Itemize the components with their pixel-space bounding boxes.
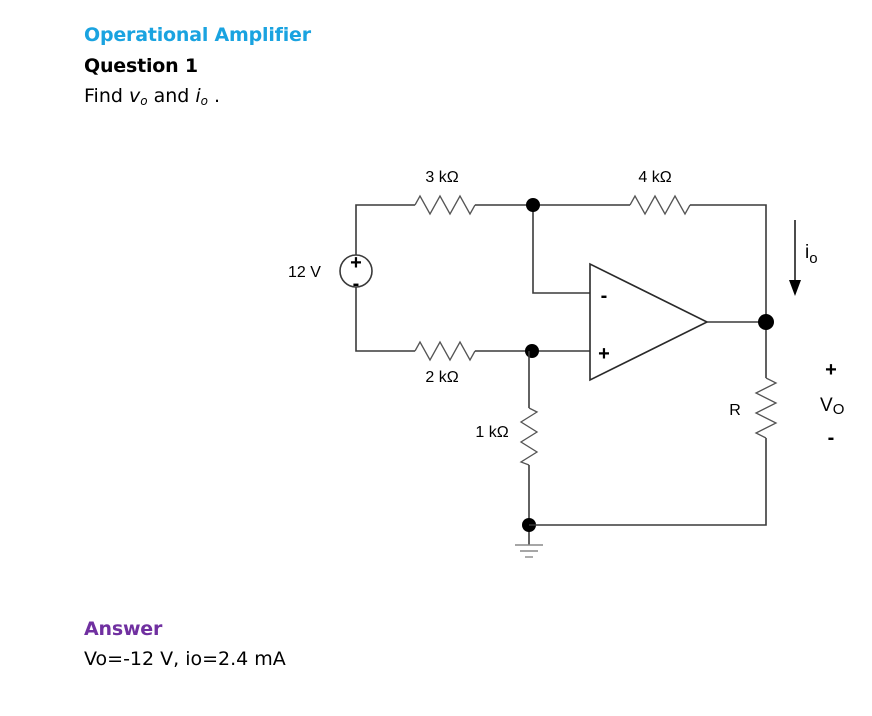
opamp-noninverting-sign: + — [598, 343, 610, 365]
var-vo-sub: o — [140, 94, 148, 108]
question-title: Question 1 — [84, 55, 198, 77]
var-vo-main: v — [128, 85, 141, 107]
resistor-3k — [414, 194, 476, 216]
current-symbol: i — [805, 242, 809, 263]
source-plus: + — [350, 252, 362, 274]
current-sub: o — [809, 250, 817, 267]
label-r: R — [729, 402, 741, 419]
var-io-main: i — [195, 85, 201, 107]
var-io: io — [195, 85, 209, 108]
wire-top-right — [690, 204, 767, 378]
vo-minus: - — [828, 427, 835, 449]
section-title: Operational Amplifier — [84, 24, 311, 46]
resistor-4k — [629, 194, 691, 216]
opamp-inverting-sign: - — [601, 285, 608, 307]
wire-ground-return — [529, 438, 767, 526]
resistor-2k — [414, 340, 476, 362]
label-1k: 1 kΩ — [475, 424, 508, 441]
question-middle: and — [147, 85, 196, 107]
node-inverting — [526, 198, 540, 212]
question-suffix: . — [208, 85, 221, 107]
var-io-sub: o — [200, 94, 209, 108]
source-minus: - — [353, 273, 360, 295]
current-arrow-icon — [789, 220, 801, 296]
question-text: Find vo and io . — [84, 85, 220, 108]
wire-left-top — [355, 204, 415, 255]
ground-icon — [515, 544, 543, 558]
answer-text: Vo=-12 V, io=2.4 mA — [84, 648, 286, 670]
node-output — [758, 314, 774, 330]
var-vo: vo — [128, 85, 148, 108]
vo-sub: O — [833, 401, 845, 418]
label-3k: 3 kΩ — [425, 169, 458, 186]
vo-plus: + — [825, 359, 837, 381]
resistor-load — [754, 377, 778, 439]
label-4k: 4 kΩ — [638, 169, 671, 186]
resistor-1k — [519, 407, 539, 466]
wire-left-bottom — [355, 287, 415, 352]
source-label: 12 V — [288, 264, 321, 281]
wire-inverting — [532, 205, 590, 294]
vo-label: VO — [820, 395, 844, 418]
label-2k: 2 kΩ — [425, 369, 458, 386]
node-noninverting — [525, 344, 539, 358]
current-label: io — [805, 242, 818, 267]
opamp — [589, 262, 709, 382]
vo-symbol: V — [820, 395, 833, 416]
answer-title: Answer — [84, 618, 163, 640]
question-prefix: Find — [84, 85, 129, 107]
